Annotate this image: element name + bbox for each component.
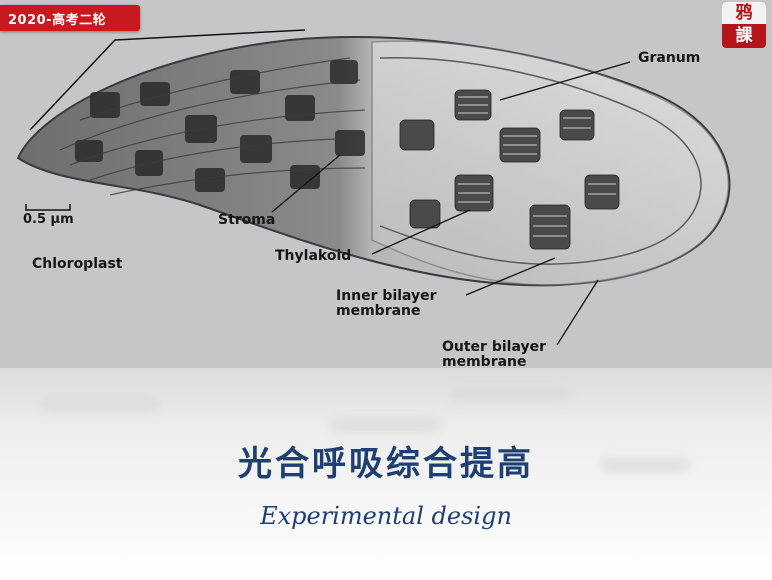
chloroplast-figure: Granum 0.5 μm Stroma Chloroplast Thylako… [0,0,772,368]
blur-reflection [330,418,440,432]
label-chloroplast: Chloroplast [32,257,122,272]
label-outer-line1: Outer bilayer [442,340,546,355]
blur-reflection [40,398,160,412]
logo-char-bottom: 課 [722,24,766,48]
label-scale: 0.5 μm [23,212,74,227]
label-inner-line2: membrane [336,304,437,319]
blur-reflection [450,388,570,402]
label-inner-line1: Inner bilayer [336,289,437,304]
label-outer-membrane: Outer bilayer membrane [442,340,546,370]
badge-text: 2020-高考二轮 [8,9,106,28]
logo-char-top: 鸦 [722,2,766,24]
label-granum: Granum [638,51,700,66]
label-stroma: Stroma [218,213,275,228]
page-title: 光合呼吸综合提高 [0,436,772,485]
brand-logo: 鸦 課 [722,2,766,48]
scale-bar [26,204,70,210]
label-thylakoid: Thylakoid [275,249,351,264]
page-subtitle: Experimental design [0,502,772,530]
label-inner-membrane: Inner bilayer membrane [336,289,437,319]
course-badge: 2020-高考二轮 [0,5,140,31]
